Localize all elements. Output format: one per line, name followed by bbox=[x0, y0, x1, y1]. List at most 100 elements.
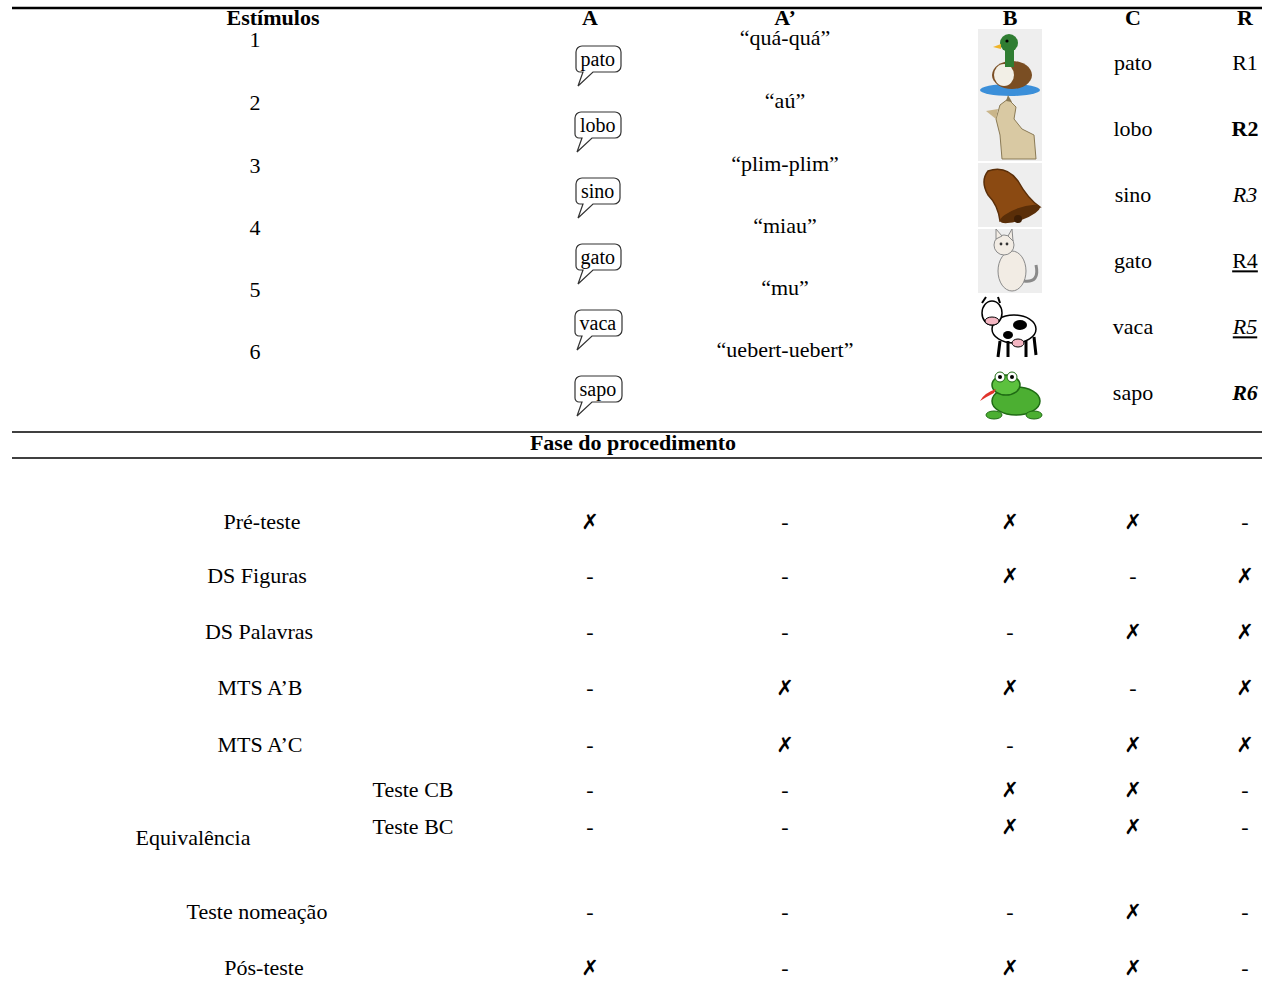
table-label: gato bbox=[1114, 248, 1152, 273]
table-label: “mu” bbox=[761, 275, 809, 300]
table-cell: - bbox=[586, 777, 593, 802]
table-label: vaca bbox=[1113, 314, 1153, 339]
table-cell: ✗ bbox=[1236, 676, 1254, 700]
column-header: C bbox=[1125, 5, 1141, 30]
speech-bubble: sino bbox=[575, 177, 621, 219]
table-label: “uebert-uebert” bbox=[717, 337, 854, 362]
table-label: 6 bbox=[250, 339, 261, 364]
table-cell: ✗ bbox=[1001, 510, 1019, 534]
table-cell: - bbox=[586, 814, 593, 839]
table-cell: - bbox=[1129, 675, 1136, 700]
bell-picture bbox=[978, 163, 1042, 227]
bubble-shape bbox=[575, 376, 622, 416]
table-label: “quá-quá” bbox=[740, 25, 830, 50]
table-label: R2 bbox=[1232, 116, 1259, 141]
table-cell: - bbox=[781, 777, 788, 802]
duck-picture bbox=[978, 29, 1042, 99]
bubble-shape bbox=[576, 178, 620, 218]
table-label: 1 bbox=[250, 27, 261, 52]
table-label: “plim-plim” bbox=[731, 151, 839, 176]
table-cell: ✗ bbox=[1001, 564, 1019, 588]
table-cell: - bbox=[1129, 563, 1136, 588]
table-cell: - bbox=[1241, 777, 1248, 802]
bubble-word: sapo bbox=[580, 378, 617, 400]
bubble-shape bbox=[576, 244, 621, 284]
table-label: pato bbox=[1114, 50, 1152, 75]
table-label: Pré-teste bbox=[224, 509, 301, 534]
table-label: sapo bbox=[1113, 380, 1153, 405]
table-label: MTS A’B bbox=[218, 675, 303, 700]
table-cell: - bbox=[586, 619, 593, 644]
table-cell: - bbox=[1006, 619, 1013, 644]
table-label: 4 bbox=[250, 215, 261, 240]
table-label: “miau” bbox=[753, 213, 817, 238]
table-label: lobo bbox=[1113, 116, 1152, 141]
table-label: sino bbox=[1115, 182, 1152, 207]
table-cell: - bbox=[1006, 899, 1013, 924]
top-rule bbox=[12, 7, 1262, 10]
table-cell: ✗ bbox=[1001, 956, 1019, 980]
table-label: Teste CB bbox=[373, 777, 454, 802]
column-header: A bbox=[582, 5, 598, 30]
table-label: “aú” bbox=[765, 88, 805, 113]
bubble-word: pato bbox=[581, 48, 615, 70]
table-label: R4 bbox=[1232, 248, 1258, 273]
cat-picture bbox=[978, 229, 1042, 293]
table-cell: ✗ bbox=[581, 510, 599, 534]
table-cell: ✗ bbox=[1001, 778, 1019, 802]
cow-picture bbox=[982, 297, 1036, 357]
table-cell: - bbox=[781, 563, 788, 588]
table-label: Teste nomeação bbox=[187, 899, 328, 924]
section-rule bbox=[12, 457, 1262, 458]
table-cell: - bbox=[1241, 814, 1248, 839]
table-label: DS Figuras bbox=[207, 563, 307, 588]
table-label: 2 bbox=[250, 90, 261, 115]
bubble-word: gato bbox=[581, 246, 615, 268]
table-cell: ✗ bbox=[1124, 956, 1142, 980]
table-cell: ✗ bbox=[1236, 564, 1254, 588]
table-label: R5 bbox=[1233, 314, 1257, 339]
table-cell: ✗ bbox=[1124, 510, 1142, 534]
table-cell: ✗ bbox=[1236, 620, 1254, 644]
bubble-shape bbox=[576, 46, 621, 86]
column-header: B bbox=[1003, 5, 1018, 30]
bubble-shape bbox=[575, 112, 621, 152]
table-label: DS Palavras bbox=[205, 619, 313, 644]
table-cell: - bbox=[586, 563, 593, 588]
table-label: Fase do procedimento bbox=[530, 430, 736, 455]
table-cell: ✗ bbox=[1236, 733, 1254, 757]
speech-bubble: sapo bbox=[574, 375, 623, 417]
table-cell: ✗ bbox=[776, 733, 794, 757]
bubble-word: lobo bbox=[580, 114, 616, 136]
table-cell: ✗ bbox=[1124, 900, 1142, 924]
speech-bubble: vaca bbox=[574, 309, 623, 351]
table-label: R3 bbox=[1233, 182, 1257, 207]
table-cell: - bbox=[1006, 732, 1013, 757]
bubble-shape bbox=[575, 310, 622, 350]
table-cell: - bbox=[781, 619, 788, 644]
speech-bubble: lobo bbox=[574, 111, 622, 153]
table-label: Teste BC bbox=[373, 814, 454, 839]
table-cell: ✗ bbox=[776, 676, 794, 700]
column-header: Estímulos bbox=[227, 5, 320, 30]
table-cell: - bbox=[1241, 899, 1248, 924]
table-label: 3 bbox=[250, 153, 261, 178]
table-label: MTS A’C bbox=[218, 732, 303, 757]
column-header: R bbox=[1237, 5, 1253, 30]
table-label: R1 bbox=[1232, 50, 1258, 75]
table-label: Pós-teste bbox=[224, 955, 303, 980]
bubble-word: vaca bbox=[580, 312, 617, 334]
bubble-word: sino bbox=[581, 180, 614, 202]
table-cell: ✗ bbox=[1124, 778, 1142, 802]
table-label: 5 bbox=[250, 277, 261, 302]
table-label: Equivalência bbox=[136, 825, 251, 850]
table-label: R6 bbox=[1232, 380, 1258, 405]
table-cell: ✗ bbox=[1124, 815, 1142, 839]
table-cell: - bbox=[1241, 509, 1248, 534]
table-cell: ✗ bbox=[1124, 620, 1142, 644]
table-cell: - bbox=[586, 675, 593, 700]
frog-picture bbox=[980, 372, 1042, 419]
table-cell: ✗ bbox=[1001, 815, 1019, 839]
